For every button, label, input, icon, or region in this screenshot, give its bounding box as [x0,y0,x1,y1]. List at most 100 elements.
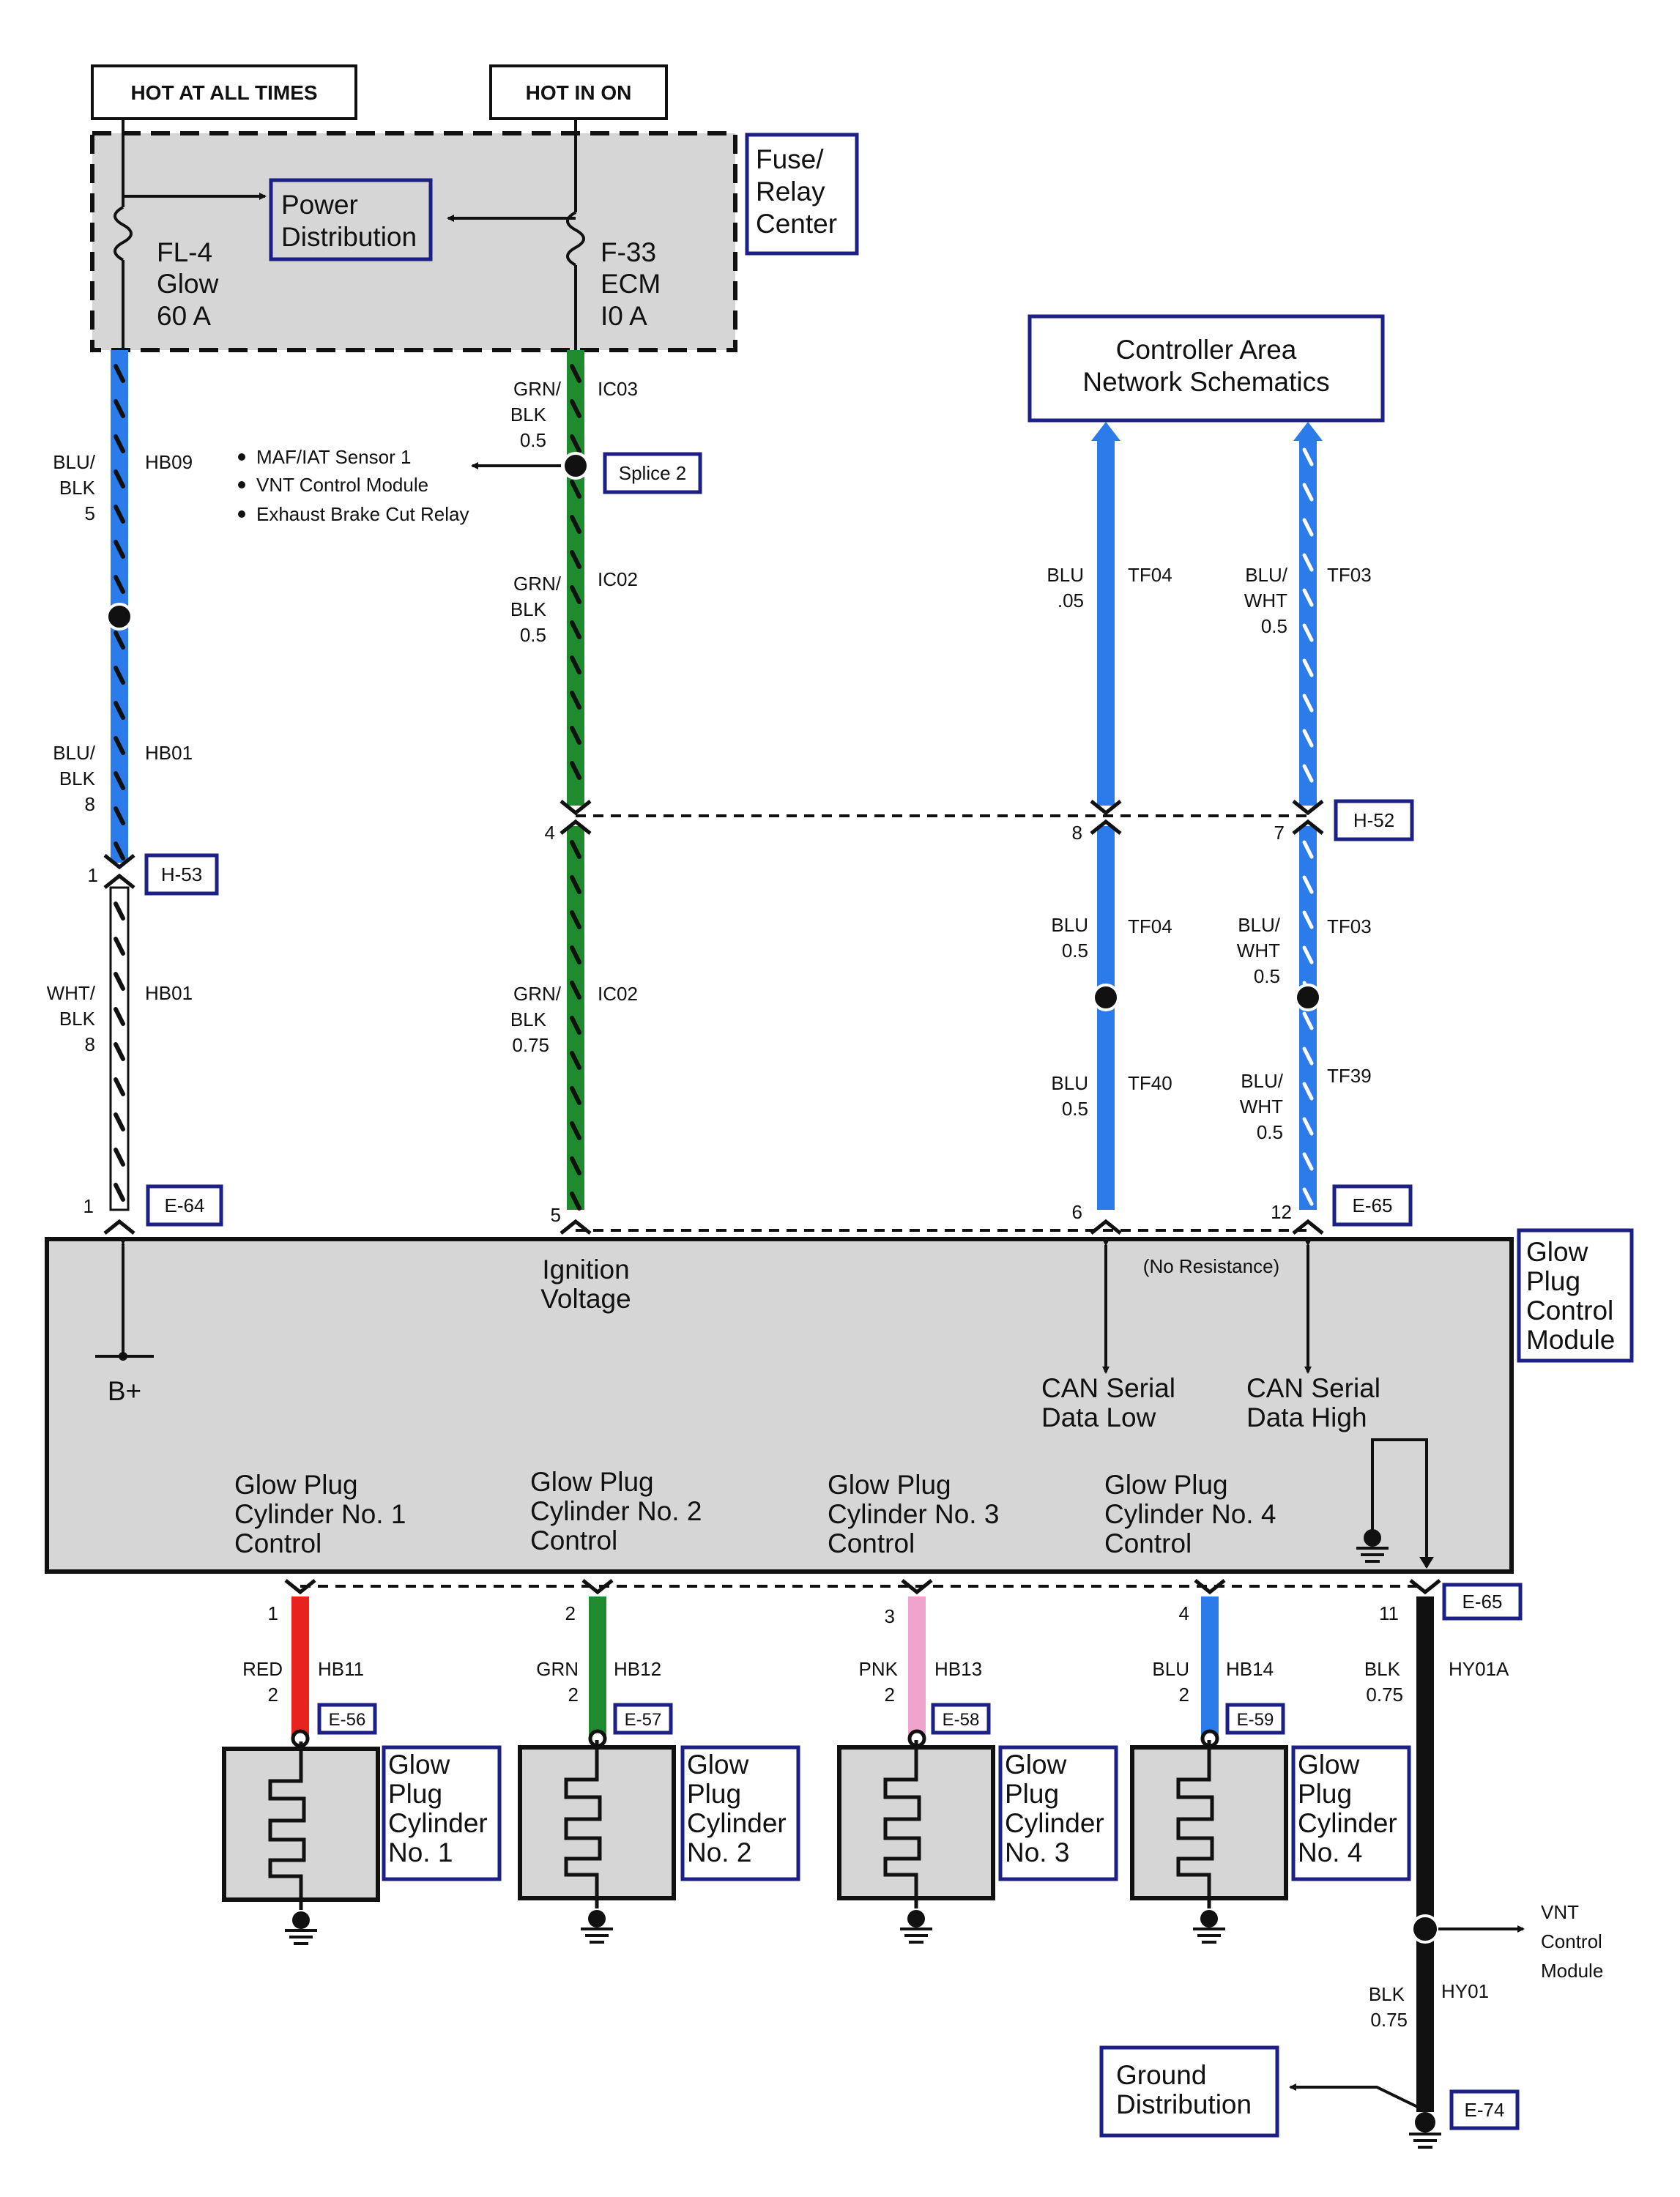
connector-label-e56[interactable]: E-56 [317,1703,377,1735]
svg-text:0.5: 0.5 [1254,965,1280,987]
svg-text:HB13: HB13 [934,1658,982,1680]
svg-text:BLK: BLK [59,477,96,499]
ground-icon [1200,1910,1218,1928]
splice-2-label[interactable]: Splice 2 [603,452,702,494]
svg-text:IC02: IC02 [598,983,638,1005]
svg-text:FL-4: FL-4 [157,237,212,267]
pin-e65-3: 3 [885,1605,895,1627]
svg-text:Glow Plug: Glow Plug [234,1470,358,1500]
svg-text:Network Schematics: Network Schematics [1082,367,1329,397]
pin-numbers: 1 4 8 7 1 5 6 12 1 2 3 4 11 [83,822,1399,1627]
svg-text:E-57: E-57 [625,1710,662,1730]
fuse-f33-ecm-label: F-33 ECM I0 A [601,237,661,331]
svg-text:BLU/: BLU/ [1245,564,1288,586]
svg-text:0.5: 0.5 [1261,615,1287,637]
svg-text:VNT: VNT [1541,1901,1579,1923]
svg-text:HB01: HB01 [145,742,193,764]
svg-text:Controller Area: Controller Area [1116,335,1297,365]
wire-label-hy01a: BLK 0.75 HY01A [1364,1658,1509,1706]
module-cyl4-control-label: Glow Plug Cylinder No. 4 Control [1104,1470,1276,1558]
connector-caps [103,800,1441,1595]
connector-cap [1090,819,1122,835]
module-can-low-label: CAN Serial Data Low [1041,1373,1175,1432]
fuse-relay-center-label: Fuse/ Relay Center [745,133,859,256]
svg-text:Power: Power [281,190,358,220]
svg-text:Cylinder No. 3: Cylinder No. 3 [828,1499,999,1529]
connector-label-e74[interactable]: E-74 [1449,2089,1520,2130]
connector-cap [103,1219,135,1235]
wires-layer [109,350,1434,2112]
glow-plug-cylinder-4 [1130,1729,1288,1944]
svg-text:8: 8 [85,793,95,815]
svg-text:E-65: E-65 [1353,1194,1393,1216]
ground-icon [907,1910,925,1928]
connector-cap [560,819,592,835]
svg-text:Control: Control [234,1528,321,1558]
connector-cap [581,1579,614,1595]
fuse-relay-center [90,131,737,352]
svg-text:IC02: IC02 [598,568,638,590]
pin-h53-1: 1 [88,864,98,886]
splice-dot-hb09 [105,603,133,631]
svg-text:GRN/: GRN/ [513,378,562,400]
wire-label-tf03-lower: BLU/ WHT 0.5 TF03 [1237,914,1372,987]
connector-label-e58[interactable]: E-58 [931,1703,991,1735]
glow-plug-label-line: No. 2 [687,1837,751,1867]
svg-text:0.5: 0.5 [1257,1121,1283,1143]
svg-text:TF40: TF40 [1128,1072,1172,1094]
hot-in-on-label: HOT IN ON [489,64,668,120]
module-ignition-voltage-label: Ignition Voltage [540,1254,631,1314]
svg-text:E-74: E-74 [1465,2099,1505,2121]
wire-hb01-lower [109,886,130,1211]
wire-label-hb11: RED 2 HB11 [242,1658,364,1706]
power-distribution-box[interactable]: Power Distribution [269,178,433,261]
connector-label-e64[interactable]: E-64 [146,1184,223,1227]
connector-label-e65-bottom[interactable]: E-65 [1442,1583,1523,1621]
glow-plug-label-line: Glow [388,1750,450,1780]
svg-text:HY01: HY01 [1441,1980,1489,2002]
svg-text:Control: Control [828,1528,915,1558]
module-cyl3-control-label: Glow Plug Cylinder No. 3 Control [828,1470,999,1558]
svg-text:2: 2 [1179,1684,1189,1706]
svg-text:F-33: F-33 [601,237,656,267]
splice-dot-tf03 [1294,984,1322,1011]
can-schematics-box[interactable]: Controller Area Network Schematics [1027,314,1385,423]
svg-text:0.75: 0.75 [1366,1684,1403,1706]
wire-tf03-lower [1299,826,1317,1000]
svg-text:BLK: BLK [510,598,547,620]
svg-text:TF04: TF04 [1128,915,1172,937]
svg-text:Control: Control [1104,1528,1192,1558]
connector-label-h52[interactable]: H-52 [1334,799,1414,841]
svg-text:Data Low: Data Low [1041,1402,1156,1432]
connector-label-e57[interactable]: E-57 [613,1703,673,1735]
wire-label-tf04-lower: BLU 0.5 TF04 [1051,914,1172,962]
glow-plug-label-line: No. 4 [1298,1837,1362,1867]
svg-text:PNK: PNK [859,1658,899,1680]
splice-2 [471,452,590,480]
glow-plug-label-line: Cylinder [388,1808,488,1838]
module-cyl2-control-label: Glow Plug Cylinder No. 2 Control [530,1467,702,1555]
ground-distribution-box[interactable]: Ground Distribution [1099,2045,1279,2138]
connector-label-e59[interactable]: E-59 [1225,1703,1285,1735]
svg-text:Voltage: Voltage [540,1284,631,1314]
splice-dot-hy01 [1410,1914,1440,1944]
svg-text:Control: Control [530,1525,617,1555]
svg-text:BLK: BLK [510,404,547,425]
pin-h52-8: 8 [1072,822,1082,844]
svg-text:8: 8 [85,1033,95,1055]
svg-text:Glow Plug: Glow Plug [828,1470,951,1500]
svg-text:TF39: TF39 [1327,1065,1372,1087]
svg-text:0.5: 0.5 [520,624,546,646]
svg-text:Plug: Plug [1526,1266,1580,1296]
svg-text:HB09: HB09 [145,451,193,473]
ground-icon [588,1910,606,1928]
svg-text:Ground: Ground [1116,2060,1206,2090]
connector-label-h53[interactable]: H-53 [144,853,219,896]
svg-text:BLU/: BLU/ [1238,914,1281,936]
pin-h52-7: 7 [1274,822,1285,844]
svg-text:Data High: Data High [1246,1402,1367,1432]
svg-text:H-53: H-53 [161,863,202,885]
connector-label-e65-top[interactable]: E-65 [1332,1184,1413,1227]
